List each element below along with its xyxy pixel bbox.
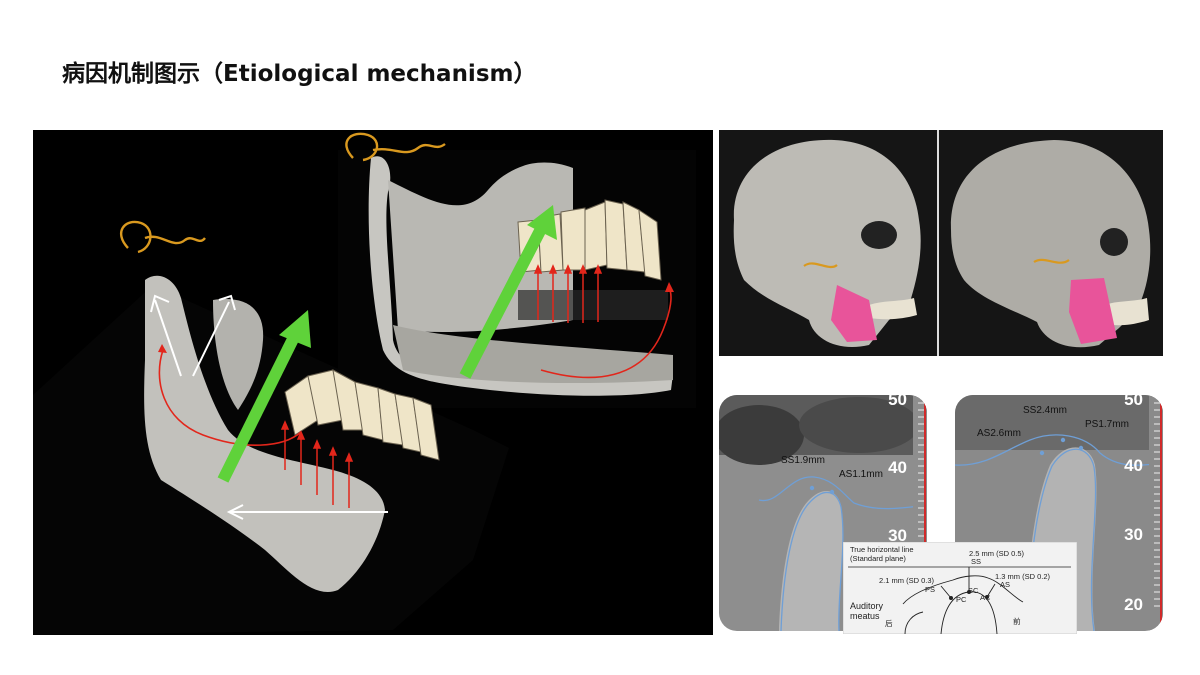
ruler-label: 20 — [1124, 595, 1143, 614]
as-label: AS — [1000, 580, 1010, 589]
ps-measurement-label: PS1.7mm — [1085, 419, 1129, 430]
ss-normal-value: 2.5 mm (SD 0.5) — [969, 549, 1025, 558]
condyle-outline-icon — [345, 132, 446, 162]
standard-plane-label: (Standard plane) — [850, 554, 906, 563]
ss-label: SS — [971, 557, 981, 566]
occlusal-force-arrows — [280, 420, 354, 508]
fossa-outline — [955, 434, 1163, 466]
as-measurement-label: AS1.1mm — [839, 469, 883, 480]
ps-normal-value: 2.1 mm (SD 0.3) — [879, 576, 935, 585]
lower-teeth — [284, 369, 440, 461]
white-vector-arrows — [150, 294, 388, 520]
anterior-label: 前 — [1013, 616, 1021, 626]
ruler-label: 50 — [888, 395, 907, 409]
sc-label: SC — [968, 586, 979, 595]
ruler-label: 30 — [1124, 525, 1143, 544]
auditory-label: Auditory — [850, 601, 884, 611]
ss-measurement-label: SS1.9mm — [781, 455, 825, 466]
true-horizontal-label: True horizontal line — [850, 545, 914, 554]
orbit — [861, 221, 897, 249]
ruler-label: 50 — [1124, 395, 1143, 409]
masseter-muscle-icon — [831, 285, 877, 342]
ruler-label: 40 — [888, 458, 907, 477]
condyle-outline-icon — [803, 262, 838, 269]
rotation-curve-arrow — [540, 287, 672, 379]
pc-label: PC — [956, 595, 967, 604]
orbit — [1100, 228, 1128, 256]
as-normal-value: 1.3 mm (SD 0.2) — [995, 572, 1051, 581]
rotation-curve-arrow — [158, 349, 302, 446]
fossa-outline — [758, 476, 927, 510]
green-arrow-icon — [459, 222, 549, 379]
ruler-label: 40 — [1124, 456, 1143, 475]
skull-right — [950, 140, 1151, 348]
condyle-outline-icon — [120, 220, 206, 254]
as-measurement-label: AS2.6mm — [977, 428, 1021, 439]
joint-space-schematic: True horizontal line (Standard plane) 2.… — [843, 542, 1077, 634]
skull-photos — [719, 130, 1163, 356]
ruler-label: 30 — [888, 526, 907, 545]
meatus-label: meatus — [850, 611, 880, 621]
mandible-photo-upright — [338, 132, 696, 408]
landmark-points — [949, 590, 989, 600]
ss-measurement-label: SS2.4mm — [1023, 405, 1067, 416]
slide-title: 病因机制图示（Etiological mechanism） — [62, 61, 537, 87]
ruler-ticks — [918, 402, 924, 544]
mandible-illustration — [33, 130, 713, 635]
occlusal-force-arrows — [533, 264, 603, 323]
green-arrow-icon — [217, 332, 301, 483]
posterior-label: 后 — [885, 618, 893, 628]
skull-left — [733, 139, 921, 348]
mandible-photo-rotated — [33, 220, 509, 635]
masseter-muscle-icon — [1069, 278, 1117, 344]
ps-label: PS — [925, 585, 935, 594]
ct-scan-right: SS2.4mm AS2.6mm PS1.7mm 50 40 30 20 — [955, 395, 1163, 631]
joint-diagram — [902, 567, 1024, 634]
condyle-outline-icon — [780, 491, 844, 631]
ruler-ticks — [1154, 402, 1160, 607]
condyle-outline-icon — [1033, 258, 1070, 264]
